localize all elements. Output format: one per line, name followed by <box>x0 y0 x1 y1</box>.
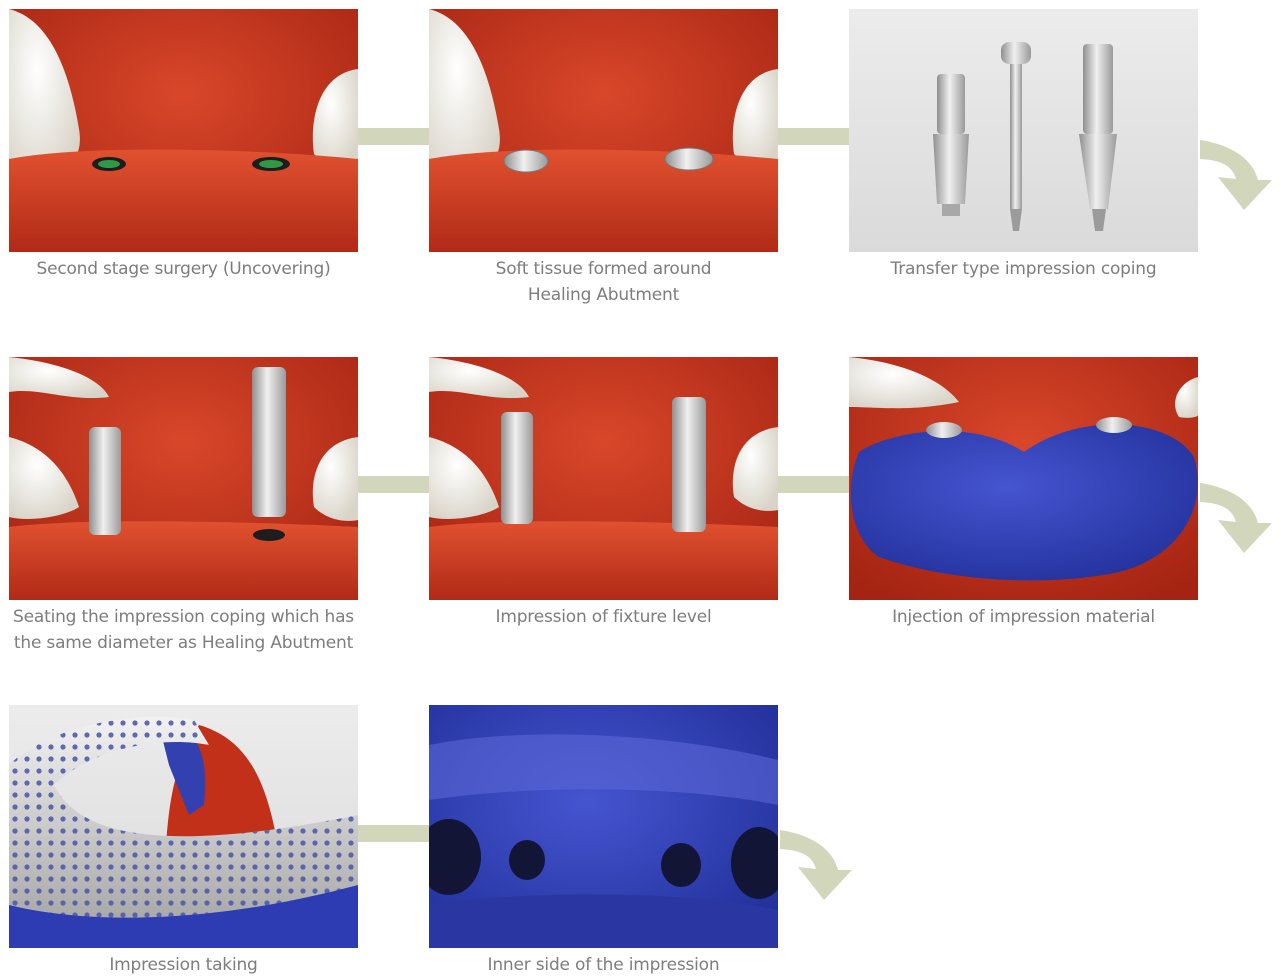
step-image-inner-side <box>429 705 778 948</box>
next-row-arrow-icon <box>1198 135 1278 215</box>
step-caption: Seating the impression coping which has … <box>9 604 358 656</box>
connector-bar <box>778 476 850 493</box>
step-image-healing-abutment <box>429 9 778 252</box>
step-image-seating-coping <box>9 357 358 600</box>
connector-bar <box>358 825 430 842</box>
step-caption: Transfer type impression coping <box>849 256 1198 282</box>
next-row-arrow-icon <box>1198 478 1278 558</box>
coping-part-left <box>933 74 969 216</box>
step-caption: Injection of impression material <box>849 604 1198 630</box>
connector-bar <box>778 128 850 145</box>
step-caption: Second stage surgery (Uncovering) <box>9 256 358 282</box>
connector-bar <box>358 128 430 145</box>
next-row-arrow-icon <box>778 825 858 905</box>
step-caption: Impression of fixture level <box>429 604 778 630</box>
step-caption: Inner side of the impression <box>429 952 778 978</box>
step-caption: Soft tissue formed around Healing Abutme… <box>429 256 778 308</box>
step-caption: Impression taking <box>9 952 358 978</box>
step-image-fixture-level <box>429 357 778 600</box>
connector-bar <box>358 476 430 493</box>
step-image-uncovering <box>9 9 358 252</box>
step-image-injection <box>849 357 1198 600</box>
step-image-impression-taking <box>9 705 358 948</box>
step-image-impression-coping-parts <box>849 9 1198 252</box>
